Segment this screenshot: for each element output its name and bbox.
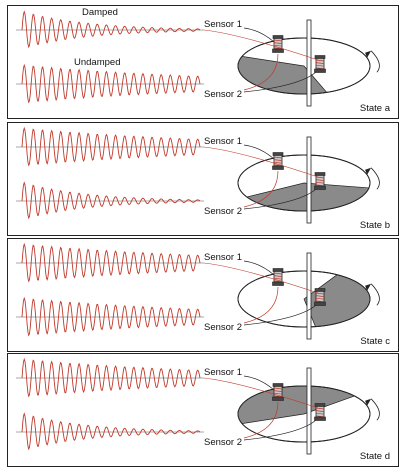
sensor-2-probe bbox=[314, 172, 326, 190]
shaft bbox=[306, 136, 312, 224]
sensor-2-leader bbox=[243, 188, 317, 210]
panel-drawing bbox=[16, 126, 380, 224]
sensor-1-cable bbox=[243, 286, 279, 324]
sensor-2-waveform bbox=[21, 296, 201, 337]
sensor-2-label: Sensor 2 bbox=[204, 206, 243, 217]
shaft bbox=[306, 367, 312, 455]
sensor-1-waveform bbox=[21, 126, 201, 167]
rotation-arrow bbox=[370, 167, 380, 190]
damped-label: Damped bbox=[82, 7, 118, 18]
panel-drawing bbox=[16, 10, 380, 107]
sensors bbox=[272, 383, 326, 421]
sensor-1-label: Sensor 1 bbox=[204, 136, 243, 147]
sensor-1-waveform bbox=[21, 242, 201, 283]
sensor-1-cable bbox=[243, 170, 279, 208]
sensor-1-waveform bbox=[21, 10, 201, 49]
sensor-1-cable bbox=[243, 401, 279, 439]
sensors bbox=[272, 268, 326, 306]
sensor-2-leader bbox=[243, 304, 317, 326]
sensor-1-label: Sensor 1 bbox=[204, 19, 243, 30]
sensor-1-cable bbox=[243, 53, 279, 91]
sensor-1-probe bbox=[272, 383, 284, 401]
rotation-arrowhead bbox=[365, 50, 372, 58]
state-label: State d bbox=[359, 450, 390, 462]
sensor-2-cable bbox=[203, 29, 319, 61]
sensor-1-leader bbox=[243, 260, 275, 276]
panel-drawing bbox=[16, 357, 380, 455]
sensor-2-leader bbox=[243, 71, 317, 93]
state-label: State b bbox=[359, 219, 390, 231]
sensor-2-waveform bbox=[21, 412, 201, 451]
sensor-1-probe bbox=[272, 268, 284, 286]
sensor-2-cable bbox=[203, 262, 319, 294]
sensor-2-label: Sensor 2 bbox=[204, 89, 243, 100]
sensor-2-probe bbox=[314, 55, 326, 73]
disk-rim bbox=[237, 385, 371, 443]
sensor-2-label: Sensor 2 bbox=[204, 437, 243, 448]
rotation-arrow bbox=[370, 398, 380, 421]
sensor-2-waveform bbox=[21, 63, 201, 104]
shaft bbox=[306, 252, 312, 340]
sensor-1-leader bbox=[243, 375, 275, 391]
sensor-2-label: Sensor 2 bbox=[204, 322, 243, 333]
undamped-label: Undamped bbox=[74, 57, 121, 68]
sensor-1-leader bbox=[243, 144, 275, 160]
state-label: State a bbox=[359, 102, 390, 114]
sensor-1-probe bbox=[272, 152, 284, 170]
shaft bbox=[306, 19, 312, 107]
sensor-2-probe bbox=[314, 288, 326, 306]
rotation-arrowhead bbox=[365, 283, 372, 291]
sensor-2-probe bbox=[314, 403, 326, 421]
rotation-arrow bbox=[370, 50, 380, 73]
sensor-2-cable bbox=[203, 146, 319, 178]
sensor-1-waveform bbox=[21, 357, 201, 398]
panel-drawing bbox=[16, 242, 380, 340]
sensor-2-waveform bbox=[21, 181, 201, 220]
state-label: State c bbox=[360, 335, 390, 347]
rotation-arrow bbox=[370, 283, 380, 306]
disk-rim bbox=[237, 37, 371, 95]
sensor-1-label: Sensor 1 bbox=[204, 252, 243, 263]
state-panel: Sensor 1 Sensor 2 State d bbox=[7, 353, 399, 467]
sensors bbox=[272, 35, 326, 73]
sensors bbox=[272, 152, 326, 190]
disk-rim bbox=[237, 270, 371, 328]
sensor-2-cable bbox=[203, 377, 319, 409]
state-panel: Sensor 1 Sensor 2 State c bbox=[7, 238, 399, 352]
sensor-1-leader bbox=[243, 27, 275, 43]
rotation-arrowhead bbox=[365, 167, 372, 175]
state-panel: Sensor 1 Sensor 2 State b bbox=[7, 122, 399, 236]
rotation-arrowhead bbox=[365, 398, 372, 406]
sensor-1-probe bbox=[272, 35, 284, 53]
sensor-2-leader bbox=[243, 419, 317, 441]
disk-rim bbox=[237, 154, 371, 212]
sensor-1-label: Sensor 1 bbox=[204, 367, 243, 378]
